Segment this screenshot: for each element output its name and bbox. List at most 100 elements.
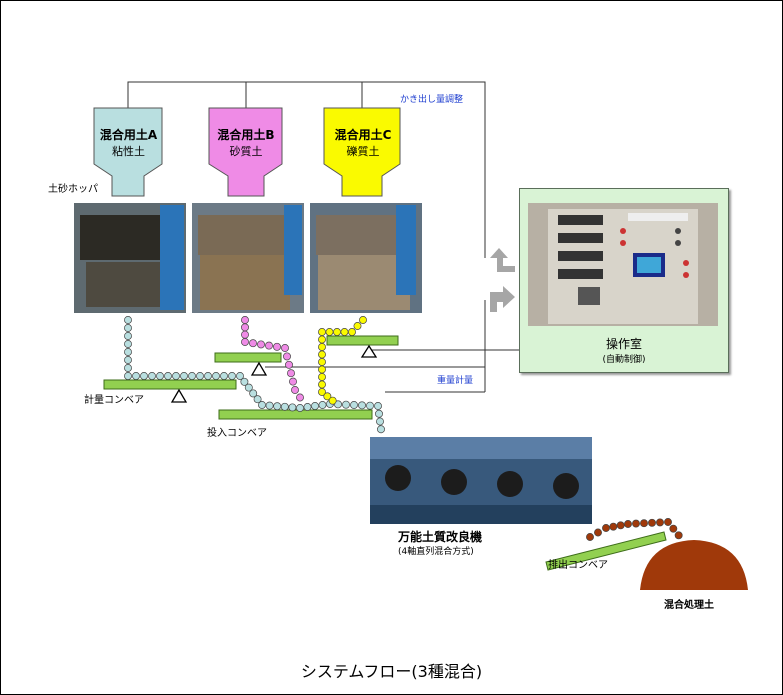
control-mode-label: (自動制御) [602,355,646,365]
material-a-bead [132,372,140,380]
material-a-bead [249,389,258,398]
material-b-bead [291,386,299,394]
discharge-conveyor-label: 排出コンベア [548,560,608,571]
hopper-c-sub: 礫質土 [346,145,380,158]
control-panel-photo [528,203,718,326]
material-b-bead [283,352,291,361]
mixing-machine-photo [370,437,592,524]
material-b-bead [257,340,265,349]
mixed-soil-bead [609,522,618,531]
material-b-bead [241,338,249,346]
material-a-bead [318,401,327,409]
material-a-bead [220,372,228,380]
control-room-label: 操作室 [605,337,642,351]
material-b-bead [273,342,281,351]
material-a-bead [377,425,385,434]
mixed-soil-bead [624,520,632,528]
diagram-title: システムフロー(3種混合) [300,662,483,681]
material-c-bead [340,328,349,336]
material-b-bead [241,330,249,339]
hopper-a-name: 混合用土A [99,128,158,142]
material-a-bead [240,377,249,386]
material-a-bead [350,401,358,409]
material-a-bead [124,364,132,372]
mixed-soil-bead [656,518,664,527]
material-a-bead [366,401,374,410]
material-a-bead [244,383,253,392]
material-c-bead [318,358,326,366]
input-conveyor-label: 投入コンベア [207,428,267,439]
hopper-a-sub: 粘性土 [112,145,145,158]
material-c-bead [333,328,341,336]
turn-up-left-arrow-icon [490,248,515,272]
material-c-bead [359,316,367,324]
material-a-bead [204,372,212,380]
material-c-bead [328,396,337,405]
material-a-bead [236,372,244,380]
scraping-adjust-label: かき出し量調整 [400,95,464,105]
material-a-bead [124,372,132,380]
mixed-soil-bead [632,519,640,528]
machine-detail: (4軸直列混合方式) [398,547,474,557]
material-b-bead [287,369,295,378]
material-b-bead [241,323,249,332]
material-a-bead [273,402,282,411]
mixed-soil-bead [664,518,672,526]
mixed-soil-mound [640,540,748,590]
material-c-bead [323,392,332,401]
control-panel-drawing [528,203,718,326]
hopper-b [208,107,283,197]
material-a-bead [374,402,382,410]
material-a-bead [124,332,132,340]
material-c-bead [318,380,326,389]
mixed-soil-bead [594,528,602,537]
mixed-soil-bead [648,518,656,527]
mixed-soil-bead [602,524,610,532]
material-a-bead [280,402,289,411]
material-c-bead [325,328,334,336]
control-lines [127,81,519,393]
hopper-c-label: 混合用土C 礫質土 [328,126,398,159]
material-a-bead [124,340,132,348]
material-b-bead [285,360,293,369]
material-c-bead [353,322,362,330]
material-c-bead [348,328,356,336]
material-a-bead [288,403,297,412]
material-a-bead [303,403,312,411]
material-c-bead [318,343,326,351]
material-a-bead [188,372,196,380]
material-a-bead [334,400,342,409]
material-b-bead [265,341,273,350]
material-a-bead [342,400,350,409]
mixed-soil-bead [616,521,625,530]
weighing-label: 重量計量 [437,376,474,386]
material-a-bead [375,409,383,418]
hopper-b-label: 混合用土B 砂質土 [212,126,280,159]
material-a-bead [124,348,132,356]
material-a-bead [253,395,262,404]
material-c-bead [318,328,326,336]
hopper-b-sub: 砂質土 [229,145,263,158]
material-b-bead [289,377,297,386]
hopper-a-label: 混合用土A 粘性土 [97,126,160,159]
mixed-soil-label: 混合処理土 [664,600,714,611]
material-a-bead [124,316,132,324]
hopper-b-name: 混合用土B [217,128,275,142]
material-c-bead [318,335,326,344]
material-a-bead [124,324,132,332]
material-a-bead [180,372,188,380]
hopper-photos [74,203,422,313]
material-a-bead [296,404,304,412]
material-c-bead [318,373,326,381]
metering-conveyor-label: 計量コンベア [84,395,144,406]
material-b-bead [241,316,249,324]
material-b-bead [249,339,257,348]
conveyors [103,335,667,571]
material-a-bead [212,372,220,380]
material-a-bead [265,401,274,410]
material-c-bead [318,388,326,396]
hopper-a [93,107,163,197]
material-a-bead [156,372,164,380]
